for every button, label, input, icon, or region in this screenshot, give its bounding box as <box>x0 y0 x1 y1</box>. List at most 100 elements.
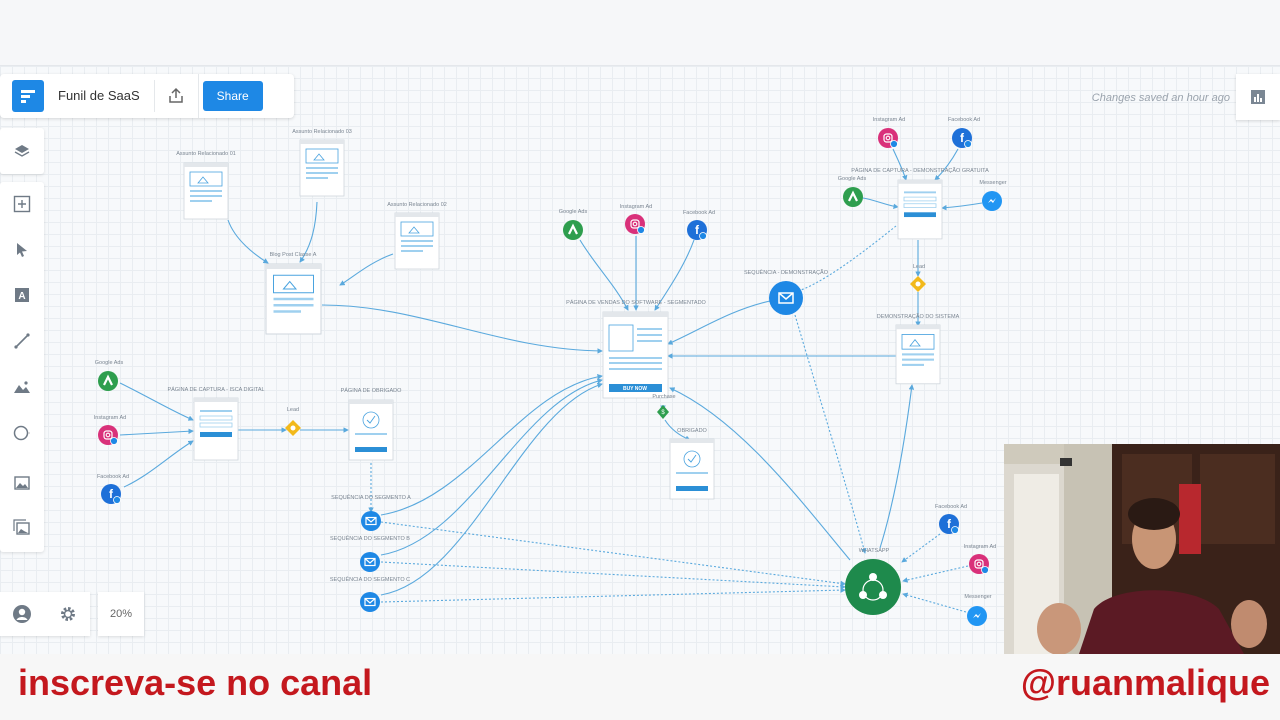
layers-icon <box>14 145 30 157</box>
svg-text:PÁGINA DE CAPTURA - ISCA DIGIT: PÁGINA DE CAPTURA - ISCA DIGITAL <box>167 386 264 393</box>
node-facebook-ad-wa[interactable]: Facebook Ad <box>935 504 967 535</box>
node-instagram-ad-demo[interactable]: Instagram Ad <box>873 117 905 149</box>
image-tool[interactable] <box>0 365 44 409</box>
node-thankyou-page[interactable]: PÁGINA DE OBRIGADO <box>341 387 403 461</box>
svg-text:WHATSAPP: WHATSAPP <box>859 548 890 554</box>
node-google-ads-left[interactable]: Google Ads <box>95 360 124 393</box>
node-capture-demo[interactable]: PÁGINA DE CAPTURA - DEMONSTRAÇÃO GRATUIT… <box>851 167 989 240</box>
svg-text:Google Ads: Google Ads <box>95 360 124 366</box>
text-icon: A <box>15 288 29 302</box>
account-button[interactable] <box>0 592 44 636</box>
node-obrigado[interactable]: OBRIGADO <box>669 428 715 500</box>
node-lead-left[interactable]: Lead <box>285 407 301 436</box>
export-button[interactable] <box>155 74 199 118</box>
svg-text:$: $ <box>661 410 665 416</box>
svg-text:Lead: Lead <box>913 264 925 270</box>
svg-text:Blog Post Classe A: Blog Post Classe A <box>270 252 317 258</box>
svg-text:PÁGINA DE CAPTURA - DEMONSTRAÇ: PÁGINA DE CAPTURA - DEMONSTRAÇÃO GRATUIT… <box>851 167 989 174</box>
node-assunto-02[interactable]: Assunto Relacionado 02 <box>387 202 447 270</box>
node-google-ads-sales[interactable]: Google Ads <box>559 209 588 242</box>
svg-text:PÁGINA DE VENDAS DO SOFTWARE -: PÁGINA DE VENDAS DO SOFTWARE - SEGMENTAD… <box>566 299 706 306</box>
line-icon <box>14 333 30 349</box>
app-logo-icon[interactable] <box>12 80 44 112</box>
node-whatsapp[interactable]: WHATSAPP <box>845 548 901 615</box>
share-button[interactable]: Share <box>202 81 263 111</box>
svg-text:A: A <box>18 291 25 302</box>
layers-panel <box>0 128 44 174</box>
svg-text:Lead: Lead <box>287 407 299 413</box>
subscribe-callout: inscreva-se no canal <box>18 662 373 703</box>
gear-icon <box>61 607 75 621</box>
svg-text:BUY NOW: BUY NOW <box>623 386 647 392</box>
text-tool[interactable]: A <box>0 273 44 317</box>
node-messenger-demo[interactable]: Messenger <box>979 180 1007 211</box>
svg-text:Facebook Ad: Facebook Ad <box>935 504 967 510</box>
node-seq-b[interactable]: SEQUÊNCIA DO SEGMENTO B <box>330 534 410 573</box>
node-assunto-01[interactable]: Assunto Relacionado 01 <box>176 151 236 220</box>
mountain-icon <box>14 381 30 393</box>
svg-text:Assunto Relacionado 02: Assunto Relacionado 02 <box>387 202 447 208</box>
node-purchase-event[interactable]: $ Purchase <box>652 394 676 419</box>
top-band <box>0 0 1280 66</box>
node-instagram-ad-left[interactable]: Instagram Ad <box>94 415 126 446</box>
svg-text:Assunto Relacionado 03: Assunto Relacionado 03 <box>292 129 352 135</box>
svg-text:Facebook Ad: Facebook Ad <box>97 474 129 480</box>
node-lead-demo[interactable]: Lead <box>910 264 926 292</box>
upload-icon <box>169 87 183 103</box>
svg-text:SEQUÊNCIA - DEMONSTRAÇÃO: SEQUÊNCIA - DEMONSTRAÇÃO <box>744 268 829 276</box>
svg-text:Instagram Ad: Instagram Ad <box>620 204 652 210</box>
node-instagram-ad-sales[interactable]: Instagram Ad <box>620 204 652 235</box>
node-capture-isca[interactable]: PÁGINA DE CAPTURA - ISCA DIGITAL <box>167 386 265 461</box>
user-controls <box>0 592 90 636</box>
svg-text:Google Ads: Google Ads <box>559 209 588 215</box>
node-google-ads-demo[interactable]: Google Ads <box>838 176 867 209</box>
node-instagram-ad-wa[interactable]: Instagram Ad <box>964 544 996 575</box>
template-tool[interactable] <box>0 505 44 549</box>
node-facebook-ad-sales[interactable]: Facebook Ad <box>683 210 715 241</box>
circle-icon <box>13 425 30 441</box>
node-messenger-wa[interactable]: Messenger <box>964 594 992 626</box>
layers-button[interactable] <box>0 129 44 173</box>
svg-text:SEQUÊNCIA DO SEGMENTO B: SEQUÊNCIA DO SEGMENTO B <box>330 534 410 542</box>
node-facebook-ad-left[interactable]: Facebook Ad <box>97 474 129 505</box>
gallery-icon <box>14 476 30 490</box>
svg-text:Instagram Ad: Instagram Ad <box>964 544 996 550</box>
funnel-canvas[interactable]: f <box>0 66 1280 654</box>
save-status: Changes saved an hour ago <box>1091 92 1230 104</box>
node-demo-page[interactable]: DEMONSTRAÇÃO DO SISTEMA <box>877 313 960 385</box>
funnel-diagram: f <box>94 117 1007 626</box>
svg-text:Purchase: Purchase <box>652 394 675 400</box>
node-seq-a[interactable]: SEQUÊNCIA DO SEGMENTO A <box>331 493 411 532</box>
svg-text:SEQUÊNCIA DO SEGMENTO A: SEQUÊNCIA DO SEGMENTO A <box>331 493 411 501</box>
pointer-tool[interactable] <box>0 228 44 272</box>
node-facebook-ad-demo[interactable]: Facebook Ad <box>948 117 980 149</box>
templates-icon <box>13 519 30 535</box>
shape-tool[interactable] <box>0 411 44 455</box>
svg-text:Messenger: Messenger <box>979 180 1006 186</box>
funnel-name-field[interactable]: Funil de SaaS <box>58 80 155 112</box>
user-icon <box>13 605 31 623</box>
svg-text:PÁGINA DE OBRIGADO: PÁGINA DE OBRIGADO <box>341 387 403 394</box>
svg-text:OBRIGADO: OBRIGADO <box>677 428 707 434</box>
svg-text:Facebook Ad: Facebook Ad <box>948 117 980 123</box>
node-seq-demo[interactable]: SEQUÊNCIA - DEMONSTRAÇÃO <box>744 268 829 315</box>
node-seq-c[interactable]: SEQUÊNCIA DO SEGMENTO C <box>330 575 410 613</box>
svg-text:SEQUÊNCIA DO SEGMENTO C: SEQUÊNCIA DO SEGMENTO C <box>330 575 410 583</box>
svg-text:DEMONSTRAÇÃO DO SISTEMA: DEMONSTRAÇÃO DO SISTEMA <box>877 313 960 320</box>
line-tool[interactable] <box>0 319 44 363</box>
analytics-button[interactable] <box>1236 74 1280 120</box>
node-assunto-03[interactable]: Assunto Relacionado 03 <box>292 129 352 197</box>
node-blog-post[interactable]: Blog Post Classe A <box>265 252 322 335</box>
plus-square-icon <box>13 195 31 213</box>
svg-text:Facebook Ad: Facebook Ad <box>683 210 715 216</box>
webcam-overlay <box>1004 444 1280 654</box>
node-sales-page[interactable]: BUY NOW PÁGINA DE VENDAS DO SOFTWARE - S… <box>566 299 707 399</box>
zoom-level[interactable]: 20% <box>98 592 144 636</box>
bar-chart-icon <box>1251 90 1265 104</box>
gallery-tool[interactable] <box>0 461 44 505</box>
channel-handle: @ruanmalique <box>1020 662 1270 703</box>
svg-text:Instagram Ad: Instagram Ad <box>873 117 905 123</box>
add-element-button[interactable] <box>0 182 44 226</box>
settings-button[interactable] <box>46 592 90 636</box>
svg-text:Instagram Ad: Instagram Ad <box>94 415 126 421</box>
